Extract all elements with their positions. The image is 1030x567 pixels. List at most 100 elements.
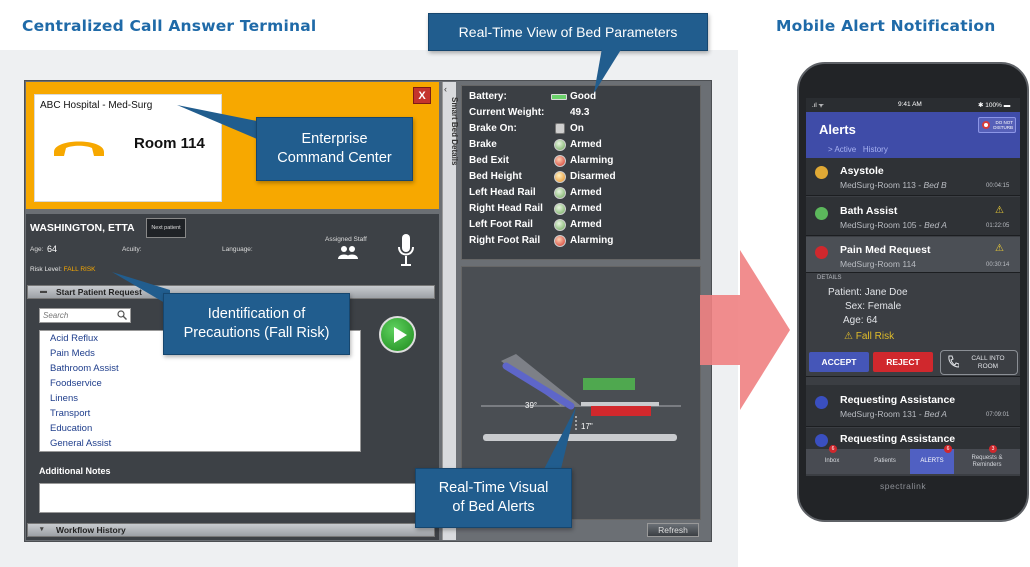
smart-bed-tab-label: Smart Bed Details [450,97,459,166]
request-item[interactable]: Transport [50,408,91,419]
priority-dot [815,207,828,220]
alert-room-text: MedSurg-Room 105 - [840,220,925,230]
alerts-tabs: > Active History [828,145,888,154]
reject-button[interactable]: REJECT [873,352,933,372]
battery-indicator: ✱ 100% ▬ [978,102,1011,109]
bed-param-value: Armed [570,203,602,214]
priority-dot [815,434,828,447]
bed-param-value: Alarming [570,235,614,246]
workflow-history-bar[interactable]: ▾ Workflow History [27,523,435,537]
bed-param-label: Left Foot Rail [469,219,533,230]
bed-height-label: 17" [581,422,593,431]
request-item[interactable]: Foodservice [50,378,102,389]
tab-requests-reminders[interactable]: Requests & Reminders [956,449,1018,474]
accept-button[interactable]: ACCEPT [809,352,869,372]
request-item[interactable]: Pain Meds [50,348,95,359]
alert-room: MedSurg-Room 113 - Bed B [840,180,947,190]
collapse-arrow-icon[interactable]: ‹ [444,84,447,94]
do-not-disturb-button[interactable]: DO NOT DISTURB [978,117,1016,133]
alert-title: Pain Med Request [840,244,931,256]
age-value: 64 [47,244,58,254]
armed-icon [554,139,566,151]
tab-active[interactable]: > Active [828,145,857,154]
bed-param-label: Right Foot Rail [469,235,541,246]
priority-dot [815,166,828,179]
language-label: Language: [222,246,253,253]
armed-icon [554,187,566,199]
alert-time: 00:04:15 [986,183,1010,189]
alert-bed: Bed B [923,180,947,190]
alert-card[interactable] [806,197,1020,236]
alert-card[interactable] [806,385,1020,427]
alert-card[interactable] [806,158,1020,196]
battery-percent: 100% [985,102,1002,109]
tab-history[interactable]: History [862,145,888,154]
callout-line: of Bed Alerts [452,499,535,515]
clock: 9:41 AM [898,101,922,108]
refresh-button[interactable]: Refresh [647,523,699,537]
dnd-line: DISTURB [993,124,1013,130]
lock-icon [555,123,565,134]
close-icon[interactable]: X [413,87,431,104]
staff-icon[interactable] [337,245,359,259]
alert-time: 07:09:01 [986,412,1010,418]
tab-line: Reminders [972,461,1002,468]
detail-sex: Sex: Female [845,301,901,312]
phone-handset-icon[interactable] [50,130,108,160]
patient-name: WASHINGTON, ETTA [30,222,135,234]
alert-room: MedSurg-Room 105 - Bed A [840,220,947,230]
tab-patients[interactable]: Patients [874,458,896,464]
request-item[interactable]: Education [50,423,93,434]
disarmed-icon [554,171,566,183]
alert-bed: Bed A [924,409,947,419]
call-line: CALL INTO [971,355,1005,362]
smart-bed-tab[interactable] [442,82,456,540]
bed-param-label: Right Head Rail [469,203,543,214]
alert-title: Bath Assist [840,205,898,217]
workflow-history-label: Workflow History [56,525,126,535]
alert-room-text: MedSurg-Room 113 - [840,180,924,190]
tab-inbox[interactable]: Inbox [824,458,840,464]
start-request-label: Start Patient Request [56,287,142,297]
detail-age: Age: 64 [843,315,877,326]
bed-param-value: On [570,123,584,134]
detail-sex-value: Female [867,301,902,312]
next-patient-button[interactable]: Next patient [146,218,186,238]
bed-param-label: Bed Exit [469,155,510,166]
alarm-icon [554,155,566,167]
search-icon[interactable] [117,310,127,320]
alert-room-text: MedSurg-Room 131 - [840,409,925,419]
callout-pointer [542,407,576,473]
risk-level: Risk Level: FALL RISK [30,266,96,273]
search-input[interactable]: Search [39,308,131,323]
bed-param-value: Armed [570,219,602,230]
flow-arrow-icon [700,250,790,410]
additional-notes-field[interactable] [39,483,431,513]
bed-param-label: Brake On: [469,123,517,134]
age-label: Age: [30,246,44,253]
armed-icon [554,203,566,215]
brand-logo: spectralink [880,481,927,491]
detail-patient: Patient: Jane Doe [828,287,908,298]
call-into-room-button[interactable]: CALL INTO ROOM [940,350,1018,375]
request-item[interactable]: Acid Reflux [50,333,99,344]
bed-param-value: Alarming [570,155,614,166]
signal-icon: .ıl ᯤ [812,103,824,109]
tab-alerts[interactable]: ALERTS [910,449,954,474]
bed-param-value: Armed [570,139,602,150]
priority-dot [815,396,828,409]
acuity-label: Acuity: [122,246,142,253]
hospital-name: ABC Hospital - Med-Surg [40,100,153,111]
terminal-heading: Centralized Call Answer Terminal [22,17,317,35]
request-item[interactable]: Linens [50,393,78,404]
tab-line: Requests & [971,455,1003,461]
request-item[interactable]: General Assist [50,438,112,449]
microphone-icon[interactable] [397,233,415,267]
request-item[interactable]: Bathroom Assist [50,363,119,374]
mobile-heading: Mobile Alert Notification [776,17,996,35]
fall-risk-flag: ⚠ Fall Risk [844,331,895,342]
play-button[interactable] [379,316,416,353]
detail-age-value: 64 [866,315,878,326]
bed-param-value: 49.3 [570,107,590,118]
badge: 6 [944,445,952,453]
